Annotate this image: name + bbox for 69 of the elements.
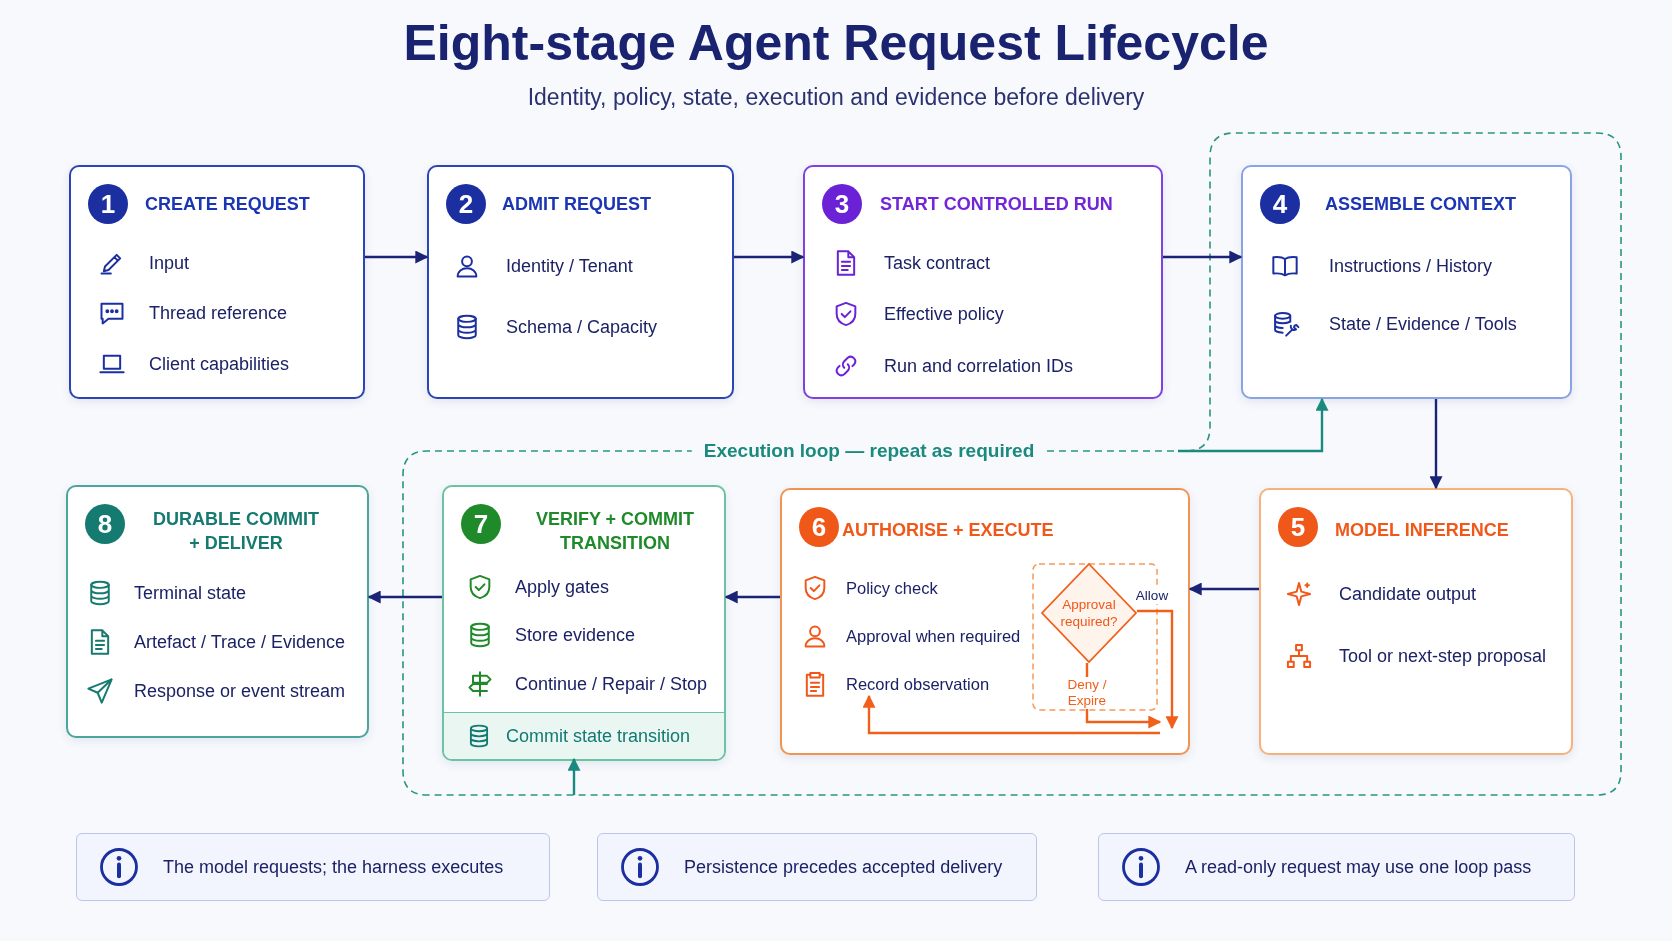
step-text: Input: [149, 252, 190, 274]
stage-card: [427, 165, 734, 399]
stage-card: [1241, 165, 1572, 399]
step-text: Candidate output: [1339, 583, 1477, 605]
note-text: A read-only request may use one loop pass: [1185, 856, 1532, 878]
step-text: Artefact / Trace / Evidence: [134, 631, 346, 653]
arrow: [365, 250, 429, 264]
stage-heading: ADMIT REQUEST: [502, 193, 651, 215]
step-text: Schema / Capacity: [506, 316, 658, 338]
step-text: Record observation: [846, 672, 990, 696]
step-number-badge: 8: [85, 504, 125, 544]
commit-band: [444, 712, 724, 759]
step-number-badge: 5: [1278, 507, 1318, 547]
stage-heading: ASSEMBLE CONTEXT: [1325, 193, 1516, 215]
stage-heading: START CONTROLLED RUN: [880, 193, 1113, 215]
step-number-badge: 1: [88, 184, 128, 224]
step-text: Thread reference: [149, 302, 288, 324]
step-text: Identity / Tenant: [506, 255, 633, 277]
step-number-badge: 7: [461, 504, 501, 544]
step-text: State / Evidence / Tools: [1329, 313, 1517, 335]
arrow: [724, 590, 780, 604]
arrow: [1137, 609, 1179, 730]
step-text: Approval when required: [846, 626, 1021, 646]
step-text: Effective policy: [884, 303, 1004, 325]
step-text: Response or event stream: [134, 680, 346, 702]
stage-card: [66, 485, 369, 738]
step-text: Policy check: [846, 578, 938, 598]
note-card: [1098, 833, 1575, 901]
arrow: [862, 694, 1160, 735]
step-number-badge: 6: [799, 507, 839, 547]
stage-card: [780, 488, 1190, 755]
step-text: Run and correlation IDs: [884, 355, 1074, 377]
stage-card: [442, 485, 726, 761]
arrow: [1429, 399, 1443, 490]
stage-heading: DURABLE COMMIT + DELIVER: [152, 508, 320, 555]
decision-text: Approval required?: [1059, 596, 1119, 630]
step-text: Tool or next-step proposal: [1339, 645, 1547, 667]
note-text: Persistence precedes accepted delivery: [684, 856, 1003, 878]
stage-card: [1259, 488, 1573, 755]
edge-label: Allow: [1135, 588, 1169, 604]
arrow: [1188, 582, 1259, 596]
step-text: Apply gates: [515, 576, 610, 598]
stage-card: [803, 165, 1163, 399]
diagram-title: Eight-stage Agent Request Lifecycle: [402, 14, 1270, 72]
step-text: Task contract: [884, 252, 991, 274]
decision-diamond: [1041, 563, 1137, 663]
step-text: Instructions / History: [1329, 255, 1493, 277]
arrow: [367, 590, 442, 604]
step-text: Terminal state: [134, 582, 247, 604]
stage-heading: AUTHORISE + EXECUTE: [842, 519, 1054, 541]
arrow: [567, 757, 581, 795]
step-text: Continue / Repair / Stop: [515, 673, 708, 695]
step-text: Store evidence: [515, 624, 636, 646]
stage-heading: CREATE REQUEST: [145, 193, 310, 215]
step-text: Client capabilities: [149, 353, 290, 375]
arrow: [1163, 250, 1243, 264]
step-number-badge: 2: [446, 184, 486, 224]
stage-heading: VERIFY + COMMIT TRANSITION: [534, 508, 696, 555]
note-card: [597, 833, 1037, 901]
step-number-badge: 4: [1260, 184, 1300, 224]
stage-card: [69, 165, 365, 399]
note-text: The model requests; the harness executes: [163, 856, 504, 878]
arrow: [1178, 397, 1329, 453]
stage-heading: MODEL INFERENCE: [1335, 519, 1509, 541]
subtitle: Identity, policy, state, execution and evidence before delivery: [526, 84, 1146, 111]
band-text: Commit state transition: [506, 725, 691, 747]
arrow: [734, 250, 805, 264]
step-number-badge: 3: [822, 184, 862, 224]
note-card: [76, 833, 550, 901]
